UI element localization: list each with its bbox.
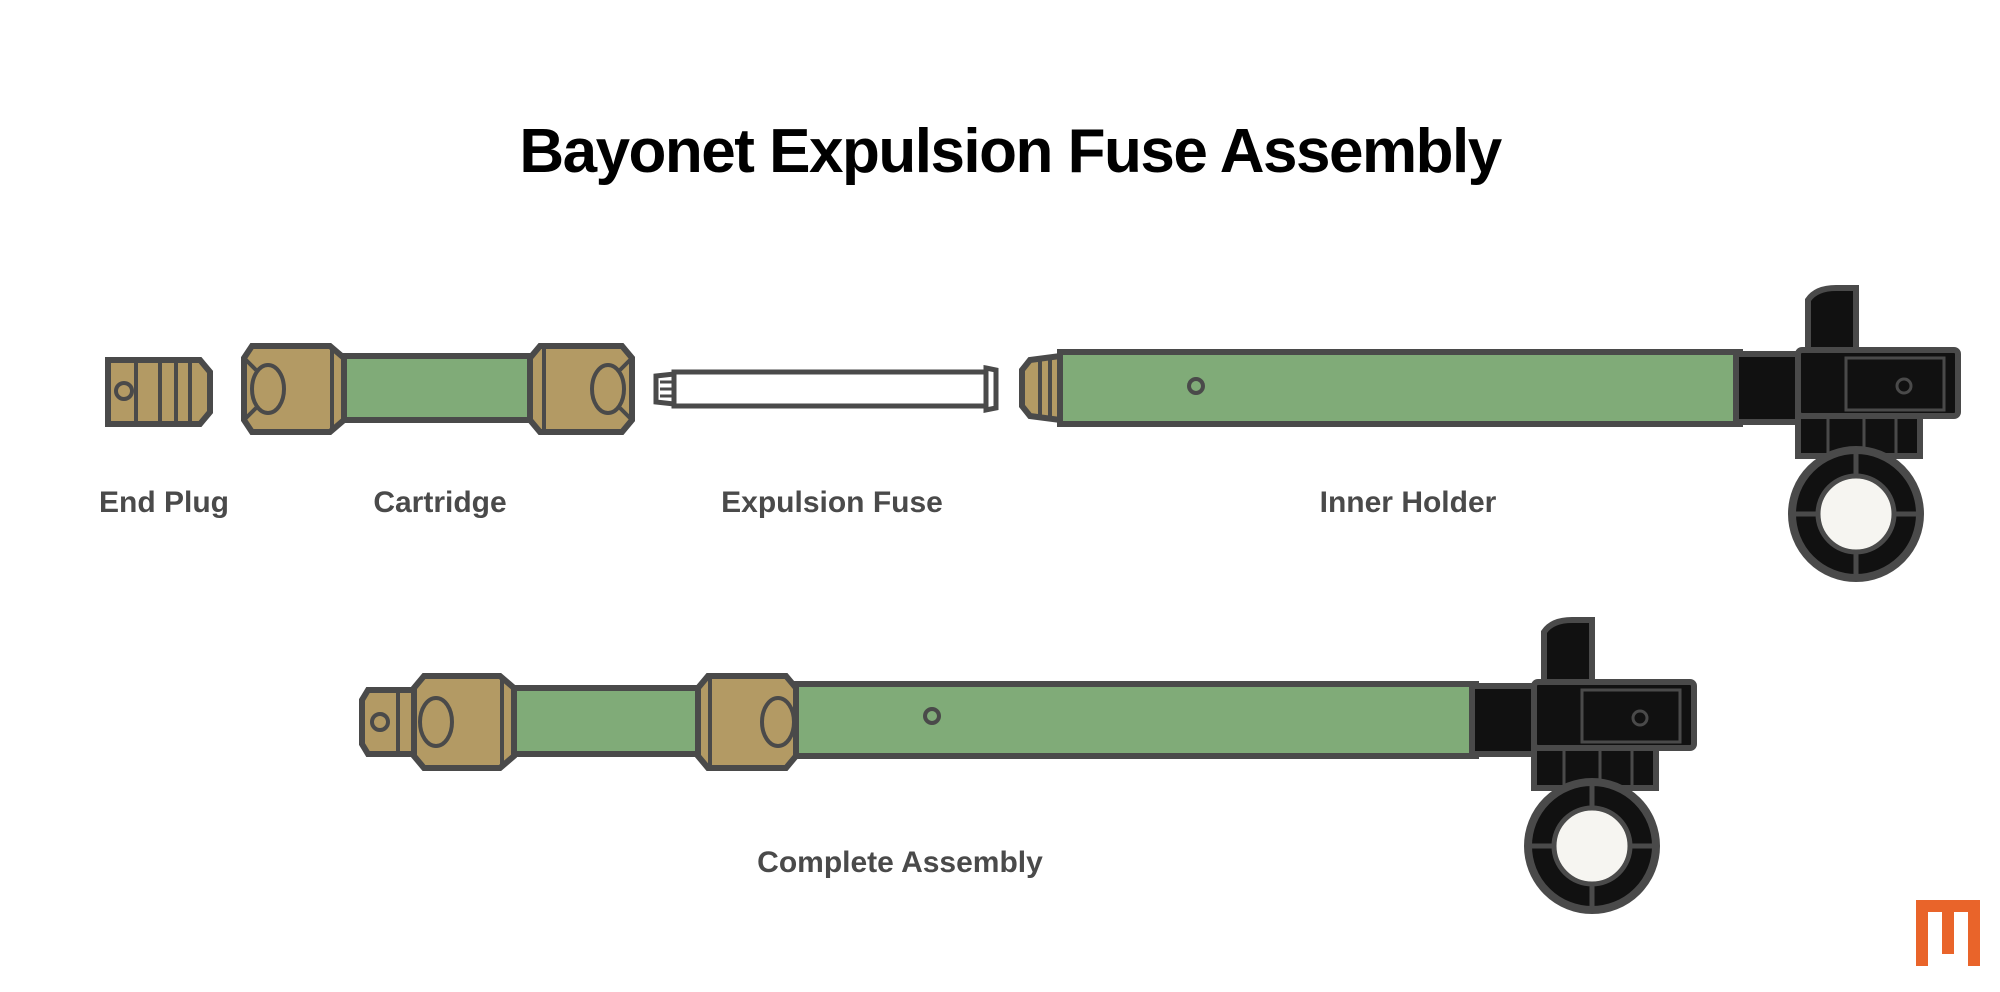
complete-assembly (359, 620, 1694, 910)
end-plug-label: End Plug (99, 486, 229, 519)
inner-holder-part (1019, 288, 1958, 578)
cartridge-label: Cartridge (373, 486, 506, 519)
expulsion-fuse-label: Expulsion Fuse (721, 486, 943, 519)
diagram-title: Bayonet Expulsion Fuse Assembly (519, 117, 1502, 186)
end-plug-part (105, 357, 213, 427)
inner-holder-label: Inner Holder (1320, 486, 1497, 519)
cartridge-part (241, 343, 635, 435)
expulsion-fuse-part (653, 364, 999, 414)
complete-assembly-label: Complete Assembly (757, 846, 1043, 879)
brand-logo-icon (1916, 900, 1980, 966)
